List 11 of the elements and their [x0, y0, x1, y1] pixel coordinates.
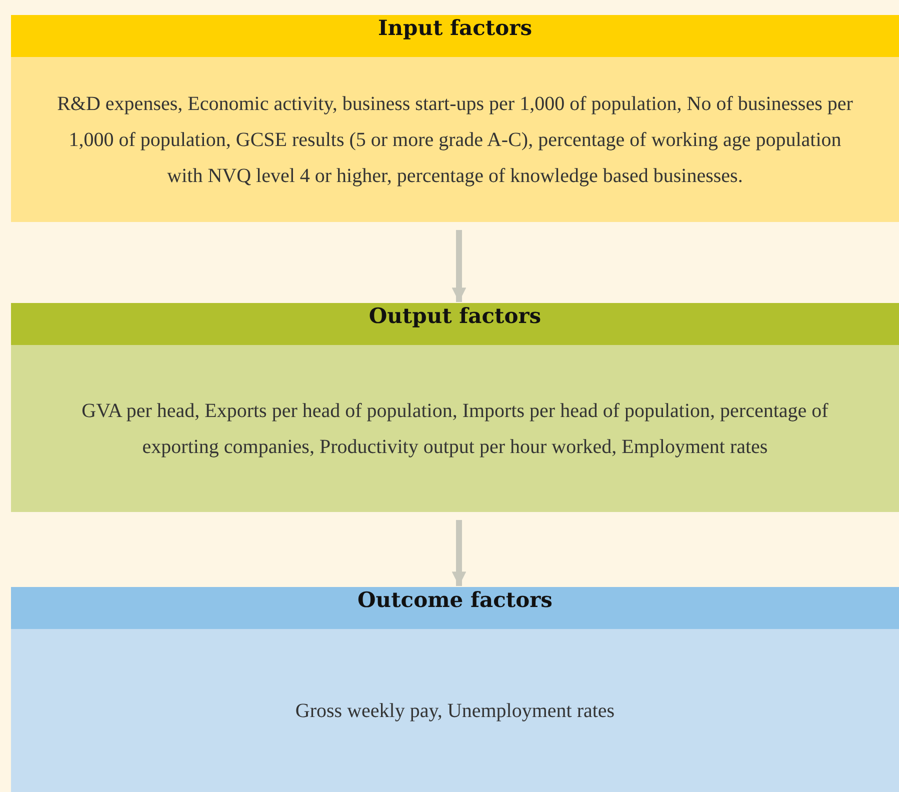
panel-heading: Output factors — [11, 303, 899, 345]
factor-panel — [11, 587, 899, 792]
factor-panel — [11, 15, 899, 222]
panel-text: R&D expenses, Economic activity, business start-ups per 1,000 of population, No of businesses per 1,000 of population, GCSE results (5 or more grade A-C), percentage of working age population with NVQ level 4 or higher, percentage of knowledge based businesses. — [56, 92, 854, 188]
panel-text: GVA per head, Exports per head of population, Imports per head of population, percentage of exporting companies, Productivity output per hour worked, Employment rates — [80, 398, 830, 460]
arrow — [452, 230, 466, 302]
arrow — [452, 520, 466, 586]
panel-heading: Outcome factors — [11, 587, 899, 629]
factor-panel — [11, 303, 899, 512]
panel-text: Gross weekly pay, Unemployment rates — [295, 698, 615, 724]
panel-heading: Input factors — [11, 15, 899, 57]
